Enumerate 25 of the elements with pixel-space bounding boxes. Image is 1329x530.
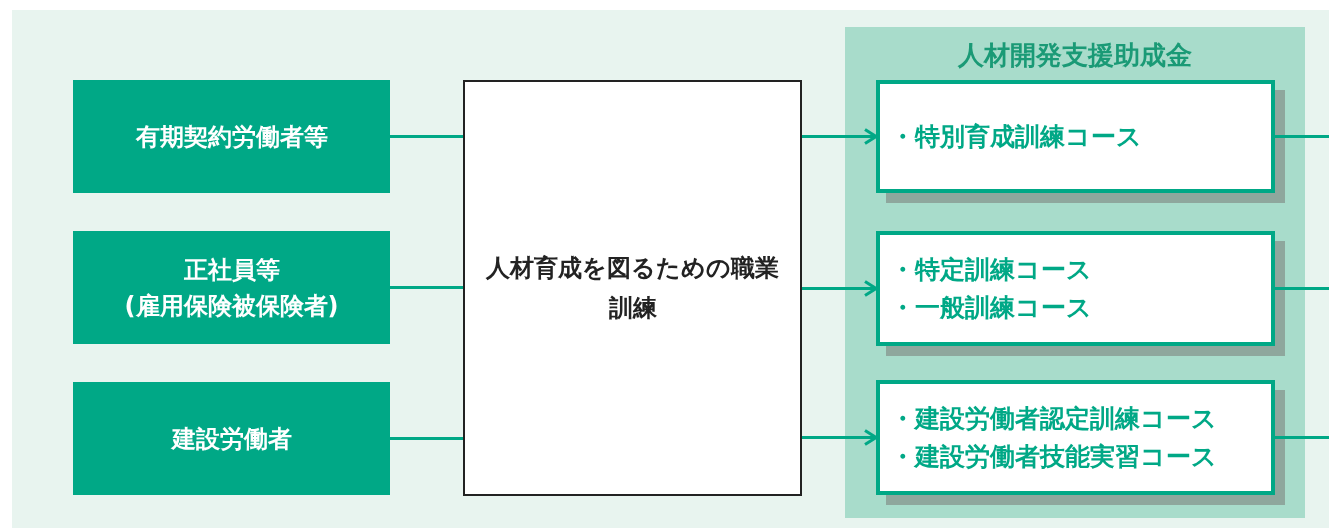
process-box [463, 80, 802, 496]
group-panel [845, 27, 1305, 518]
connector-line [1275, 436, 1329, 439]
source-box [73, 80, 390, 193]
box-label: 建設労働者 [171, 423, 292, 455]
connector-line [1275, 287, 1329, 290]
connector-line [390, 286, 463, 289]
arrow [802, 429, 878, 446]
source-box [73, 382, 390, 495]
connector-line [390, 135, 463, 138]
source-box [73, 231, 390, 344]
box-label: 有期契約労働者等 [135, 121, 328, 153]
connector-line [390, 437, 463, 440]
connector-line [1275, 135, 1329, 138]
list-item: ・一般訓練コース [890, 291, 1092, 324]
box-label: 正社員等 [183, 254, 280, 286]
panel-heading: 人材開発支援助成金 [957, 39, 1193, 71]
list-item: ・特定訓練コース [890, 253, 1092, 286]
box-label: (雇用保険被保険者) [124, 290, 339, 322]
list-item: ・建設労働者認定訓練コース [890, 402, 1217, 435]
arrow [802, 128, 878, 145]
box-label: 人材育成を図るための職業訓練 [485, 253, 780, 324]
arrow [802, 280, 878, 297]
list-item: ・建設労働者技能実習コース [890, 440, 1217, 473]
list-item: ・特別育成訓練コース [890, 120, 1142, 153]
